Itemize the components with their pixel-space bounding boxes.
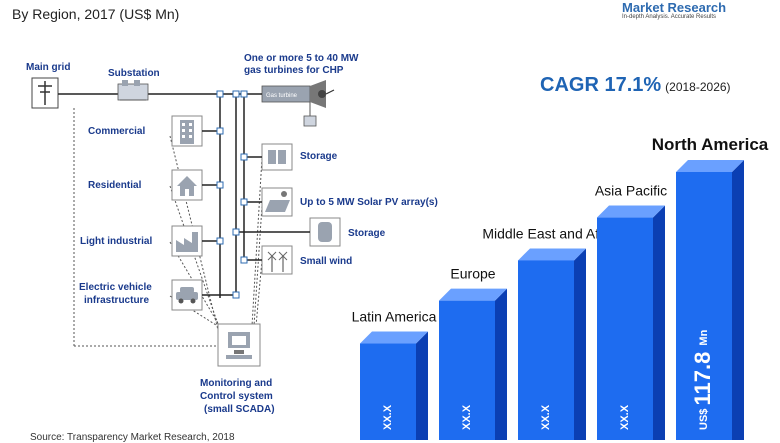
- bar-middle-east-and-africa: XX.X Middle East and Africa: [482, 225, 622, 440]
- bar-side: [416, 331, 428, 440]
- cagr-callout: CAGR 17.1%(2018-2026): [540, 74, 731, 97]
- cagr-period: (2018-2026): [665, 80, 731, 94]
- storage-battery-icon: [261, 143, 293, 171]
- ev-label-line2: infrastructure: [84, 295, 149, 306]
- bar-value-label: XX.X: [382, 404, 394, 430]
- cagr-value: CAGR 17.1%: [540, 74, 662, 96]
- category-label: North America: [652, 135, 769, 154]
- residential-label: Residential: [88, 180, 142, 191]
- commercial-label: Commercial: [88, 126, 145, 137]
- house-icon: [171, 169, 203, 201]
- chart-subtitle: By Region, 2017 (US$ Mn): [12, 6, 180, 22]
- substation-icon: [117, 80, 149, 101]
- bar-front: [518, 260, 574, 440]
- bar-side: [653, 205, 665, 440]
- bar-value-label: XX.X: [619, 404, 631, 430]
- category-label: Europe: [450, 266, 495, 282]
- ev-label-line1: Electric vehicle: [79, 282, 152, 293]
- bar-top: [597, 205, 665, 218]
- brand-name: Market Research: [622, 0, 727, 15]
- car-icon: [171, 279, 203, 311]
- bar-front: [676, 172, 732, 440]
- bar-top: [439, 288, 507, 301]
- factory-icon: [171, 225, 203, 257]
- bar-asia-pacific: XX.X Asia Pacific: [595, 183, 667, 440]
- bus-junctions: [216, 90, 248, 299]
- brand-logo: Market Research In-depth Analysis. Accur…: [622, 0, 726, 20]
- gas-turbine-box-label: Gas turbine: [266, 93, 298, 99]
- category-label: Asia Pacific: [595, 183, 667, 199]
- bar-top: [676, 160, 744, 172]
- storage-tank-icon: [309, 217, 341, 247]
- monitoring-label-line1: Monitoring and: [200, 378, 272, 389]
- bar-front: [439, 300, 495, 440]
- bar-front: [597, 217, 653, 440]
- gas-turbine-icon: Gas turbine: [261, 80, 335, 127]
- light-industrial-label: Light industrial: [80, 236, 152, 247]
- bar-europe: XX.X Europe: [439, 266, 507, 440]
- solar-panel-icon: [261, 187, 293, 217]
- bar-side: [495, 288, 507, 440]
- category-label: Middle East and Africa: [482, 225, 622, 241]
- bar-side: [732, 160, 744, 440]
- bar-value-label: US$ 117.8 Mn: [690, 329, 715, 430]
- bar-north-america: US$ 117.8 Mn North America: [652, 135, 769, 440]
- bar-latin-america: XX.X Latin America: [352, 309, 437, 440]
- source-note: Source: Transparency Market Research, 20…: [30, 432, 235, 443]
- bar-top: [518, 248, 586, 261]
- storage-label-2: Storage: [348, 228, 386, 239]
- bar-value-label: XX.X: [461, 404, 473, 430]
- brand-tagline: In-depth Analysis. Accurate Results: [622, 14, 717, 20]
- monitoring-label-line3: (small SCADA): [204, 404, 275, 415]
- gas-turbines-label-line1: One or more 5 to 40 MW: [244, 53, 359, 64]
- monitoring-label-line2: Control system: [200, 391, 273, 402]
- small-wind-label: Small wind: [300, 256, 352, 267]
- monitoring-computer-icon: [217, 323, 261, 367]
- gas-turbines-label-line2: gas turbines for CHP: [244, 65, 344, 76]
- category-label: Latin America: [352, 309, 437, 325]
- main-grid-label: Main grid: [26, 62, 70, 73]
- bar-front: [360, 343, 416, 440]
- bar-top: [360, 331, 428, 344]
- solar-label: Up to 5 MW Solar PV array(s): [300, 197, 438, 208]
- substation-label: Substation: [108, 68, 160, 79]
- storage-label-1: Storage: [300, 151, 338, 162]
- bar-value-label: XX.X: [540, 404, 552, 430]
- main-grid-icon: [31, 77, 59, 109]
- bar-side: [574, 248, 586, 440]
